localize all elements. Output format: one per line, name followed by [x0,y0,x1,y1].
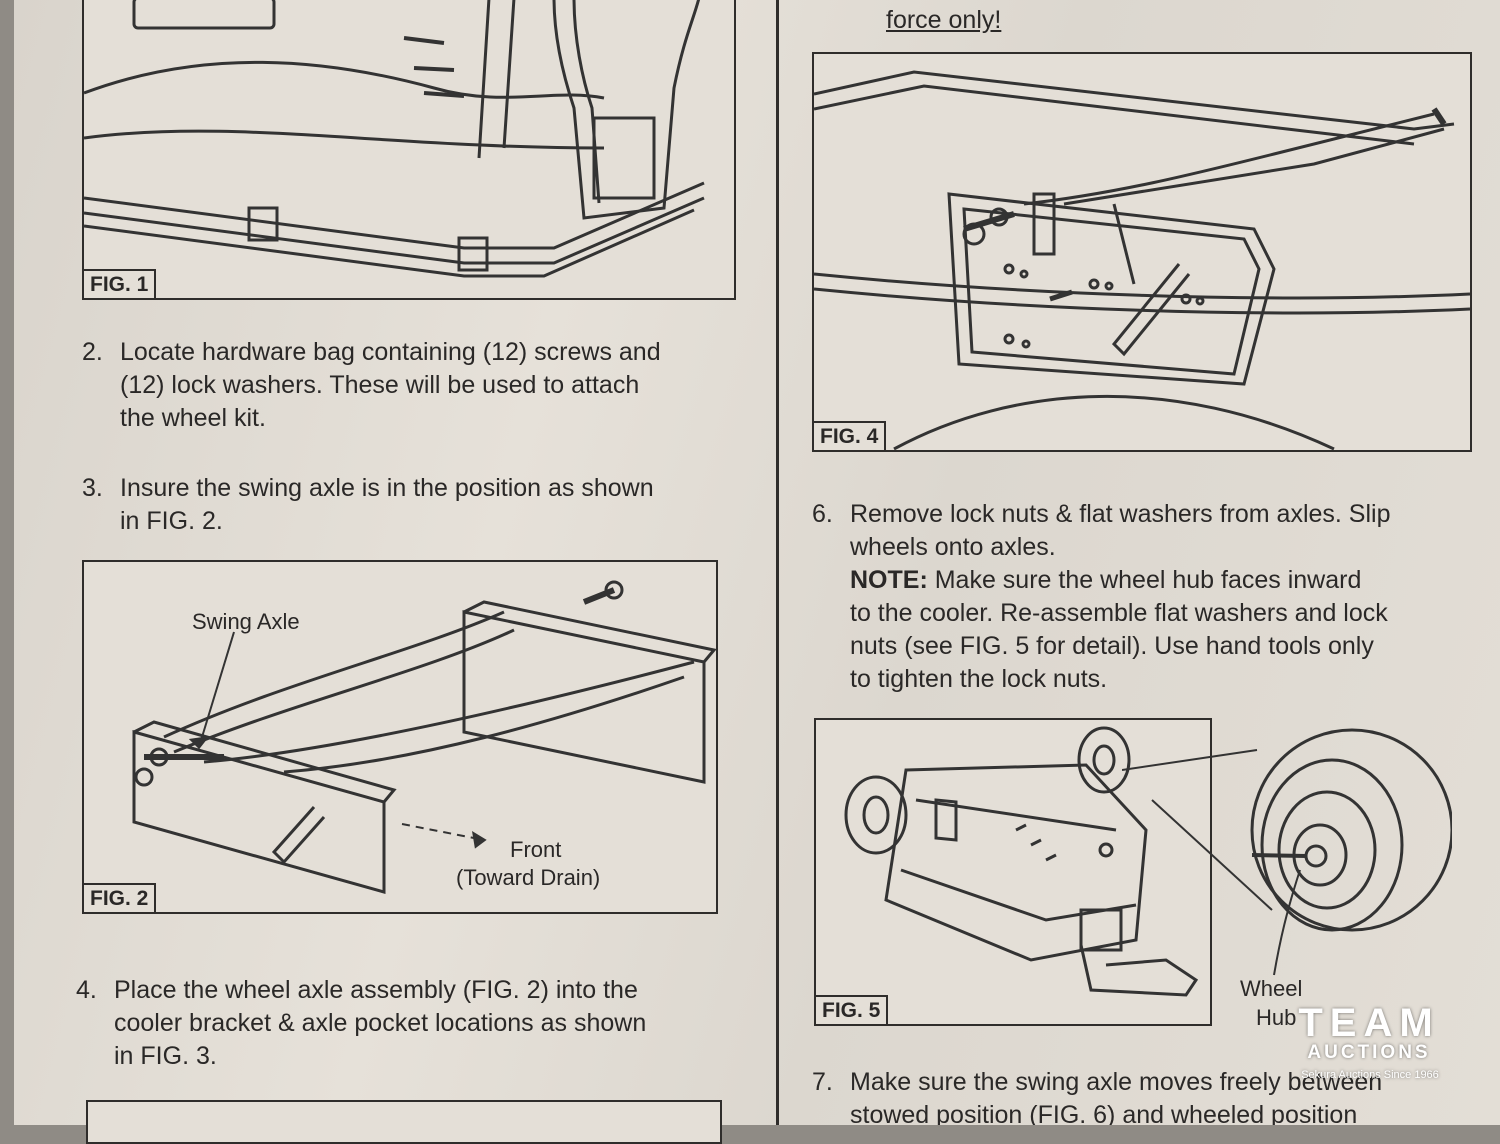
step-2-line: (12) lock washers. These will be used to… [120,371,640,399]
step-2-line: the wheel kit. [120,404,266,432]
step-6-note-line: to tighten the lock nuts. [850,665,1108,693]
fig2-label: FIG. 2 [84,883,157,912]
step-6: 6. Remove lock nuts & flat washers from … [812,498,1472,698]
step-7-line: Make sure the swing axle moves freely be… [850,1068,1383,1096]
callout-toward-drain: (Toward Drain) [456,865,601,890]
step-6-number: 6. [812,500,833,528]
step-4-line: in FIG. 3. [114,1042,217,1070]
step-4-line: Place the wheel axle assembly (FIG. 2) i… [114,976,638,1004]
step-2: 2. Locate hardware bag containing (12) s… [82,336,742,441]
figure-3-partial [86,1100,722,1144]
step-6-line: wheels onto axles. [850,533,1056,561]
step-4-line: cooler bracket & axle pocket locations a… [114,1009,647,1037]
step-6-note-line: NOTE: Make sure the wheel hub faces inwa… [850,564,1390,597]
fig1-cooler-drawing [84,0,705,278]
step-3-line: Insure the swing axle is in the position… [120,474,654,502]
callout-wheel: Wheel [1240,976,1303,1001]
step-6-note-line: to the cooler. Re-assemble flat washers … [850,599,1388,627]
column-divider [776,0,779,1125]
figure-4: FIG. 4 [812,52,1472,452]
step-7-line: stowed position (FIG. 6) and wheeled pos… [850,1101,1358,1125]
callout-front: Front [510,837,562,862]
figure-2: Swing Axle Front (Toward Drain) FIG. 2 [82,560,718,914]
callout-hub: Hub [1256,1005,1297,1030]
step-6-line: Remove lock nuts & flat washers from axl… [850,500,1391,528]
fig4-bracket-drawing [814,70,1470,450]
top-text: force only! [886,6,1002,34]
step-3-line: in FIG. 2. [120,507,223,535]
step-2-line: Locate hardware bag containing (12) scre… [120,338,661,366]
instruction-sheet: FIG. 1 2. Locate hardware bag containing… [14,0,1500,1144]
step-3: 3. Insure the swing axle is in the posit… [82,472,742,542]
fig5-cooler-with-wheels-drawing [844,726,1199,997]
fig5-label: FIG. 5 [816,995,889,1024]
step-7-number: 7. [812,1068,833,1096]
figure-5: FIG. 5 [814,718,1212,1026]
step-4-number: 4. [76,976,97,1004]
callout-swing-axle: Swing Axle [192,609,300,634]
step-4: 4. Place the wheel axle assembly (FIG. 2… [76,974,746,1079]
figure-1: FIG. 1 [82,0,736,300]
step-2-number: 2. [82,338,103,366]
watermark-auctions: AUCTIONS [1307,1042,1431,1063]
step-6-note-line: nuts (see FIG. 5 for detail). Use hand t… [850,632,1374,660]
step-7: 7. Make sure the swing axle moves freely… [812,1066,1472,1125]
wheel-hub-detail-drawing [1122,728,1452,976]
watermark-team: TEAM [1298,1001,1440,1045]
note-label: NOTE: [850,566,928,594]
step-6-note-text: Make sure the wheel hub faces inward [927,566,1362,594]
fig1-label: FIG. 1 [84,269,157,298]
step-3-number: 3. [82,474,103,502]
fig4-label: FIG. 4 [814,421,887,450]
fig2-swing-axle-drawing [132,580,716,894]
watermark-tagline: Sekura Auctions Since 1966 [1301,1069,1439,1081]
